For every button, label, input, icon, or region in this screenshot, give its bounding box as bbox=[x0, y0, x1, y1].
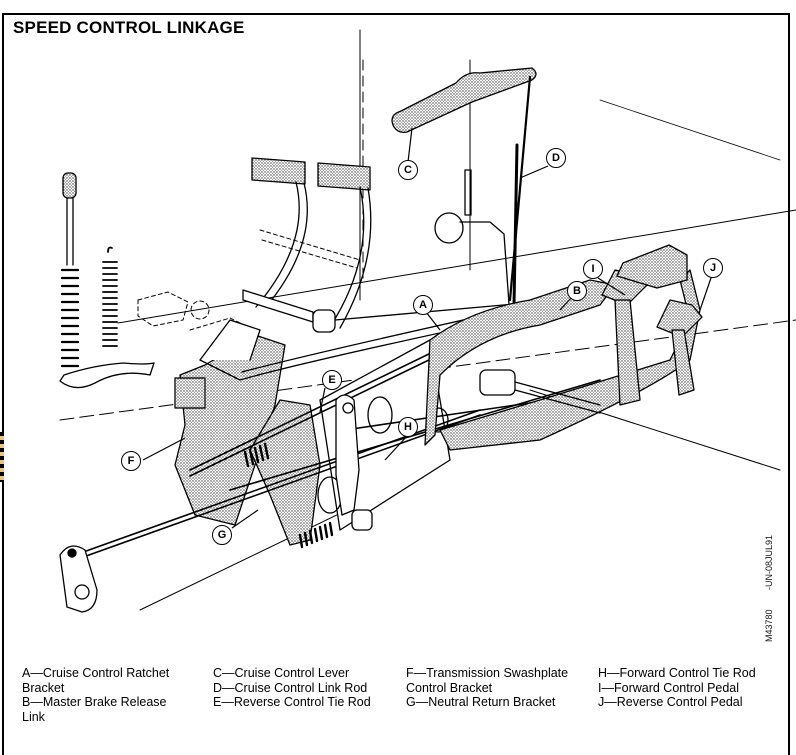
leader-e bbox=[319, 387, 326, 413]
callout-j: J bbox=[703, 258, 723, 278]
tie-rod-springs bbox=[243, 442, 334, 549]
callout-h: H bbox=[398, 417, 418, 437]
cruise-link-rod bbox=[512, 143, 519, 307]
callout-f: F bbox=[121, 451, 141, 471]
cruise-knob bbox=[434, 169, 510, 305]
leader-j bbox=[699, 274, 713, 311]
callout-g: G bbox=[212, 525, 232, 545]
swashplate-bracket bbox=[174, 296, 571, 526]
legend-item-c: C—Cruise Control Lever bbox=[213, 666, 350, 680]
neutral-return-bracket bbox=[249, 399, 321, 546]
legend-item-j: J—Reverse Control Pedal bbox=[598, 695, 743, 709]
callout-c: C bbox=[398, 160, 418, 180]
lower-lever bbox=[59, 545, 98, 613]
leader-i bbox=[597, 277, 626, 296]
leader-b bbox=[559, 296, 573, 311]
leader-c bbox=[407, 127, 413, 163]
page-edge-mark bbox=[0, 432, 4, 482]
control-arm bbox=[335, 394, 373, 531]
figure-id: M43780 bbox=[764, 609, 774, 642]
leader-d bbox=[519, 165, 549, 179]
legend-item-i: I—Forward Control Pedal bbox=[598, 680, 740, 695]
callout-d: D bbox=[546, 148, 566, 168]
leader-lines bbox=[142, 127, 713, 529]
callout-a: A bbox=[413, 295, 433, 315]
figure-frame bbox=[2, 13, 790, 755]
right-pedal-assembly bbox=[424, 244, 703, 451]
ghost-parts bbox=[137, 229, 361, 331]
callout-e: E bbox=[322, 370, 342, 390]
callout-b: B bbox=[567, 281, 587, 301]
park-brake-rod bbox=[59, 172, 155, 389]
legend-item-e: E—Reverse Control Tie Rod bbox=[213, 695, 371, 709]
date-code: -UN-08JUL91 bbox=[764, 534, 774, 590]
legend-item-h: H—Forward Control Tie Rod bbox=[598, 666, 756, 680]
leader-f bbox=[142, 437, 186, 461]
legend-item-d: D—Cruise Control Link Rod bbox=[213, 680, 368, 695]
figure-title: SPEED CONTROL LINKAGE bbox=[13, 18, 245, 37]
return-spring bbox=[102, 246, 118, 347]
leader-h bbox=[384, 434, 409, 461]
legend-item-g: G—Neutral Return Bracket bbox=[406, 695, 556, 709]
brake-pedals bbox=[242, 157, 561, 333]
legend-column-4: H—Forward Control Tie Rod I—Forward Cont… bbox=[598, 666, 778, 710]
leader-a bbox=[425, 311, 441, 331]
leader-g bbox=[231, 509, 259, 529]
legend-column-2: C—Cruise Control Lever D—Cruise Control … bbox=[213, 666, 393, 710]
callout-i: I bbox=[583, 259, 603, 279]
linkage-illustration bbox=[59, 29, 796, 613]
